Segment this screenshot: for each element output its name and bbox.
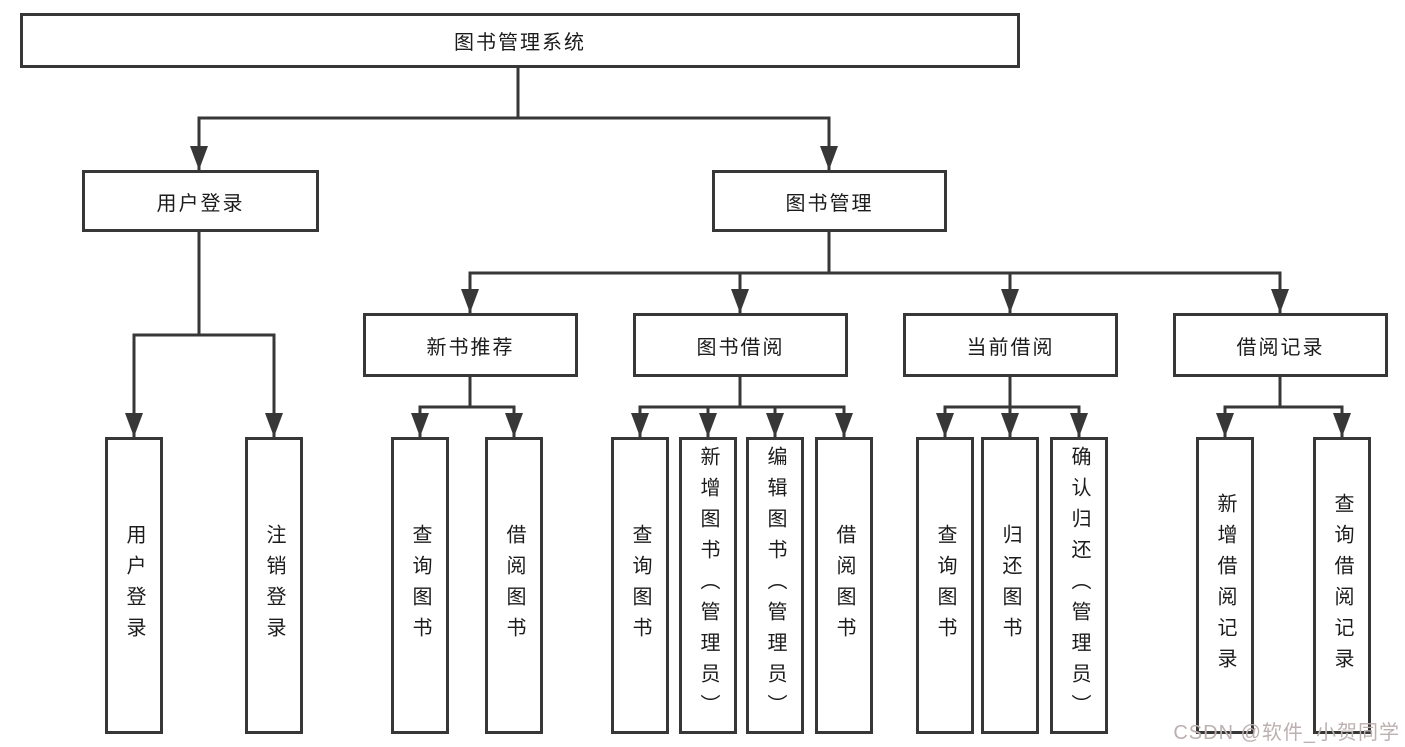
leaf-borrow-book: 借阅图书 — [815, 437, 873, 734]
leaf-query-book-borrow: 查询图书 — [611, 437, 669, 734]
leaf-add-book-admin: 新增图书（管理员） — [679, 437, 737, 734]
connector-borrow-records-children — [1216, 375, 1351, 439]
node-book-mgmt-label: 图书管理 — [785, 192, 874, 215]
node-user-login-label: 用户登录 — [156, 192, 245, 215]
leaf-query-book-borrow-label: 查询图书 — [629, 523, 651, 648]
node-book-borrow-label: 图书借阅 — [696, 336, 785, 359]
leaf-add-borrow-record: 新增借阅记录 — [1196, 437, 1254, 734]
leaf-query-book-rec-label: 查询图书 — [409, 523, 431, 648]
node-user-login: 用户登录 — [82, 170, 319, 232]
leaf-query-book-current-label: 查询图书 — [934, 523, 956, 648]
leaf-return-book-label: 归还图书 — [999, 523, 1021, 648]
leaf-user-login: 用户登录 — [105, 437, 163, 734]
node-current-borrow-label: 当前借阅 — [966, 336, 1055, 359]
leaf-confirm-return-admin: 确认归还（管理员） — [1050, 437, 1108, 734]
leaf-return-book: 归还图书 — [981, 437, 1039, 734]
leaf-query-borrow-record: 查询借阅记录 — [1313, 437, 1371, 734]
node-borrow-records-label: 借阅记录 — [1236, 336, 1325, 359]
node-borrow-records: 借阅记录 — [1173, 313, 1388, 377]
leaf-borrow-book-rec-label: 借阅图书 — [503, 523, 525, 648]
connector-book-mgmt-to-level3 — [461, 230, 1289, 315]
leaf-add-book-admin-label: 新增图书（管理员） — [697, 446, 719, 725]
connector-root-to-level2 — [190, 66, 838, 172]
leaf-query-book-rec: 查询图书 — [391, 437, 449, 734]
leaf-logout-label: 注销登录 — [263, 523, 285, 648]
leaf-borrow-book-rec: 借阅图书 — [485, 437, 543, 734]
leaf-confirm-return-admin-label: 确认归还（管理员） — [1068, 446, 1090, 725]
node-root-label: 图书管理系统 — [454, 32, 586, 54]
leaf-add-borrow-record-label: 新增借阅记录 — [1214, 492, 1236, 679]
leaf-query-book-current: 查询图书 — [916, 437, 974, 734]
leaf-user-login-label: 用户登录 — [123, 523, 145, 648]
connector-book-borrow-children — [631, 375, 853, 439]
leaf-query-borrow-record-label: 查询借阅记录 — [1331, 492, 1353, 679]
leaf-logout: 注销登录 — [245, 437, 303, 734]
node-book-mgmt: 图书管理 — [712, 170, 947, 232]
leaf-edit-book-admin-label: 编辑图书（管理员） — [764, 446, 786, 725]
node-new-book-rec: 新书推荐 — [363, 313, 578, 377]
connector-new-book-rec-children — [411, 375, 523, 439]
connector-current-borrow-children — [936, 375, 1088, 439]
node-book-borrow: 图书借阅 — [633, 313, 848, 377]
leaf-edit-book-admin: 编辑图书（管理员） — [746, 437, 804, 734]
csdn-watermark: CSDN @软件_小贺同学 — [1173, 722, 1400, 744]
leaf-borrow-book-label: 借阅图书 — [833, 523, 855, 648]
connector-user-login-children — [125, 230, 283, 439]
node-new-book-rec-label: 新书推荐 — [426, 336, 515, 359]
node-current-borrow: 当前借阅 — [903, 313, 1118, 377]
node-root: 图书管理系统 — [20, 13, 1020, 68]
